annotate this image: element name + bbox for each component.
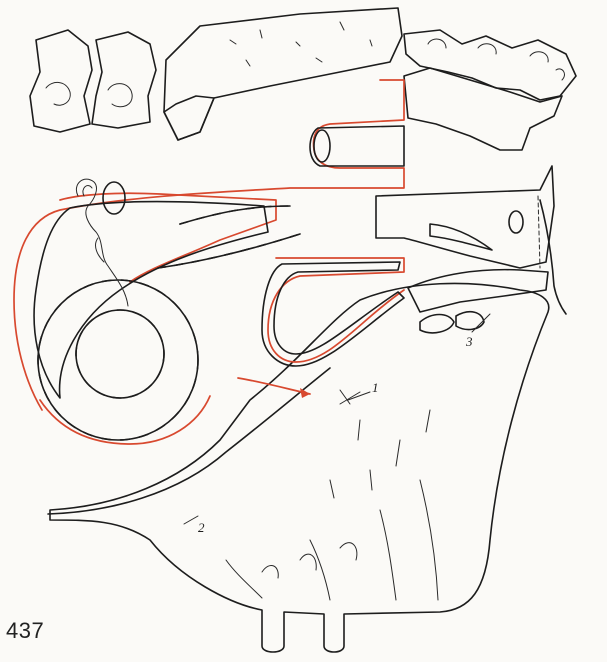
figure-number: 437 bbox=[6, 618, 44, 644]
vertebral-column bbox=[30, 8, 576, 150]
callout-1: 1 bbox=[372, 380, 379, 395]
red-arrow-icon bbox=[238, 378, 310, 398]
ductus-deferens-loop bbox=[34, 193, 300, 444]
seminal-vesicle bbox=[262, 166, 566, 366]
prostate-bladder-body bbox=[48, 283, 549, 652]
callout-3: 3 bbox=[465, 334, 473, 349]
callout-2: 2 bbox=[198, 520, 205, 535]
